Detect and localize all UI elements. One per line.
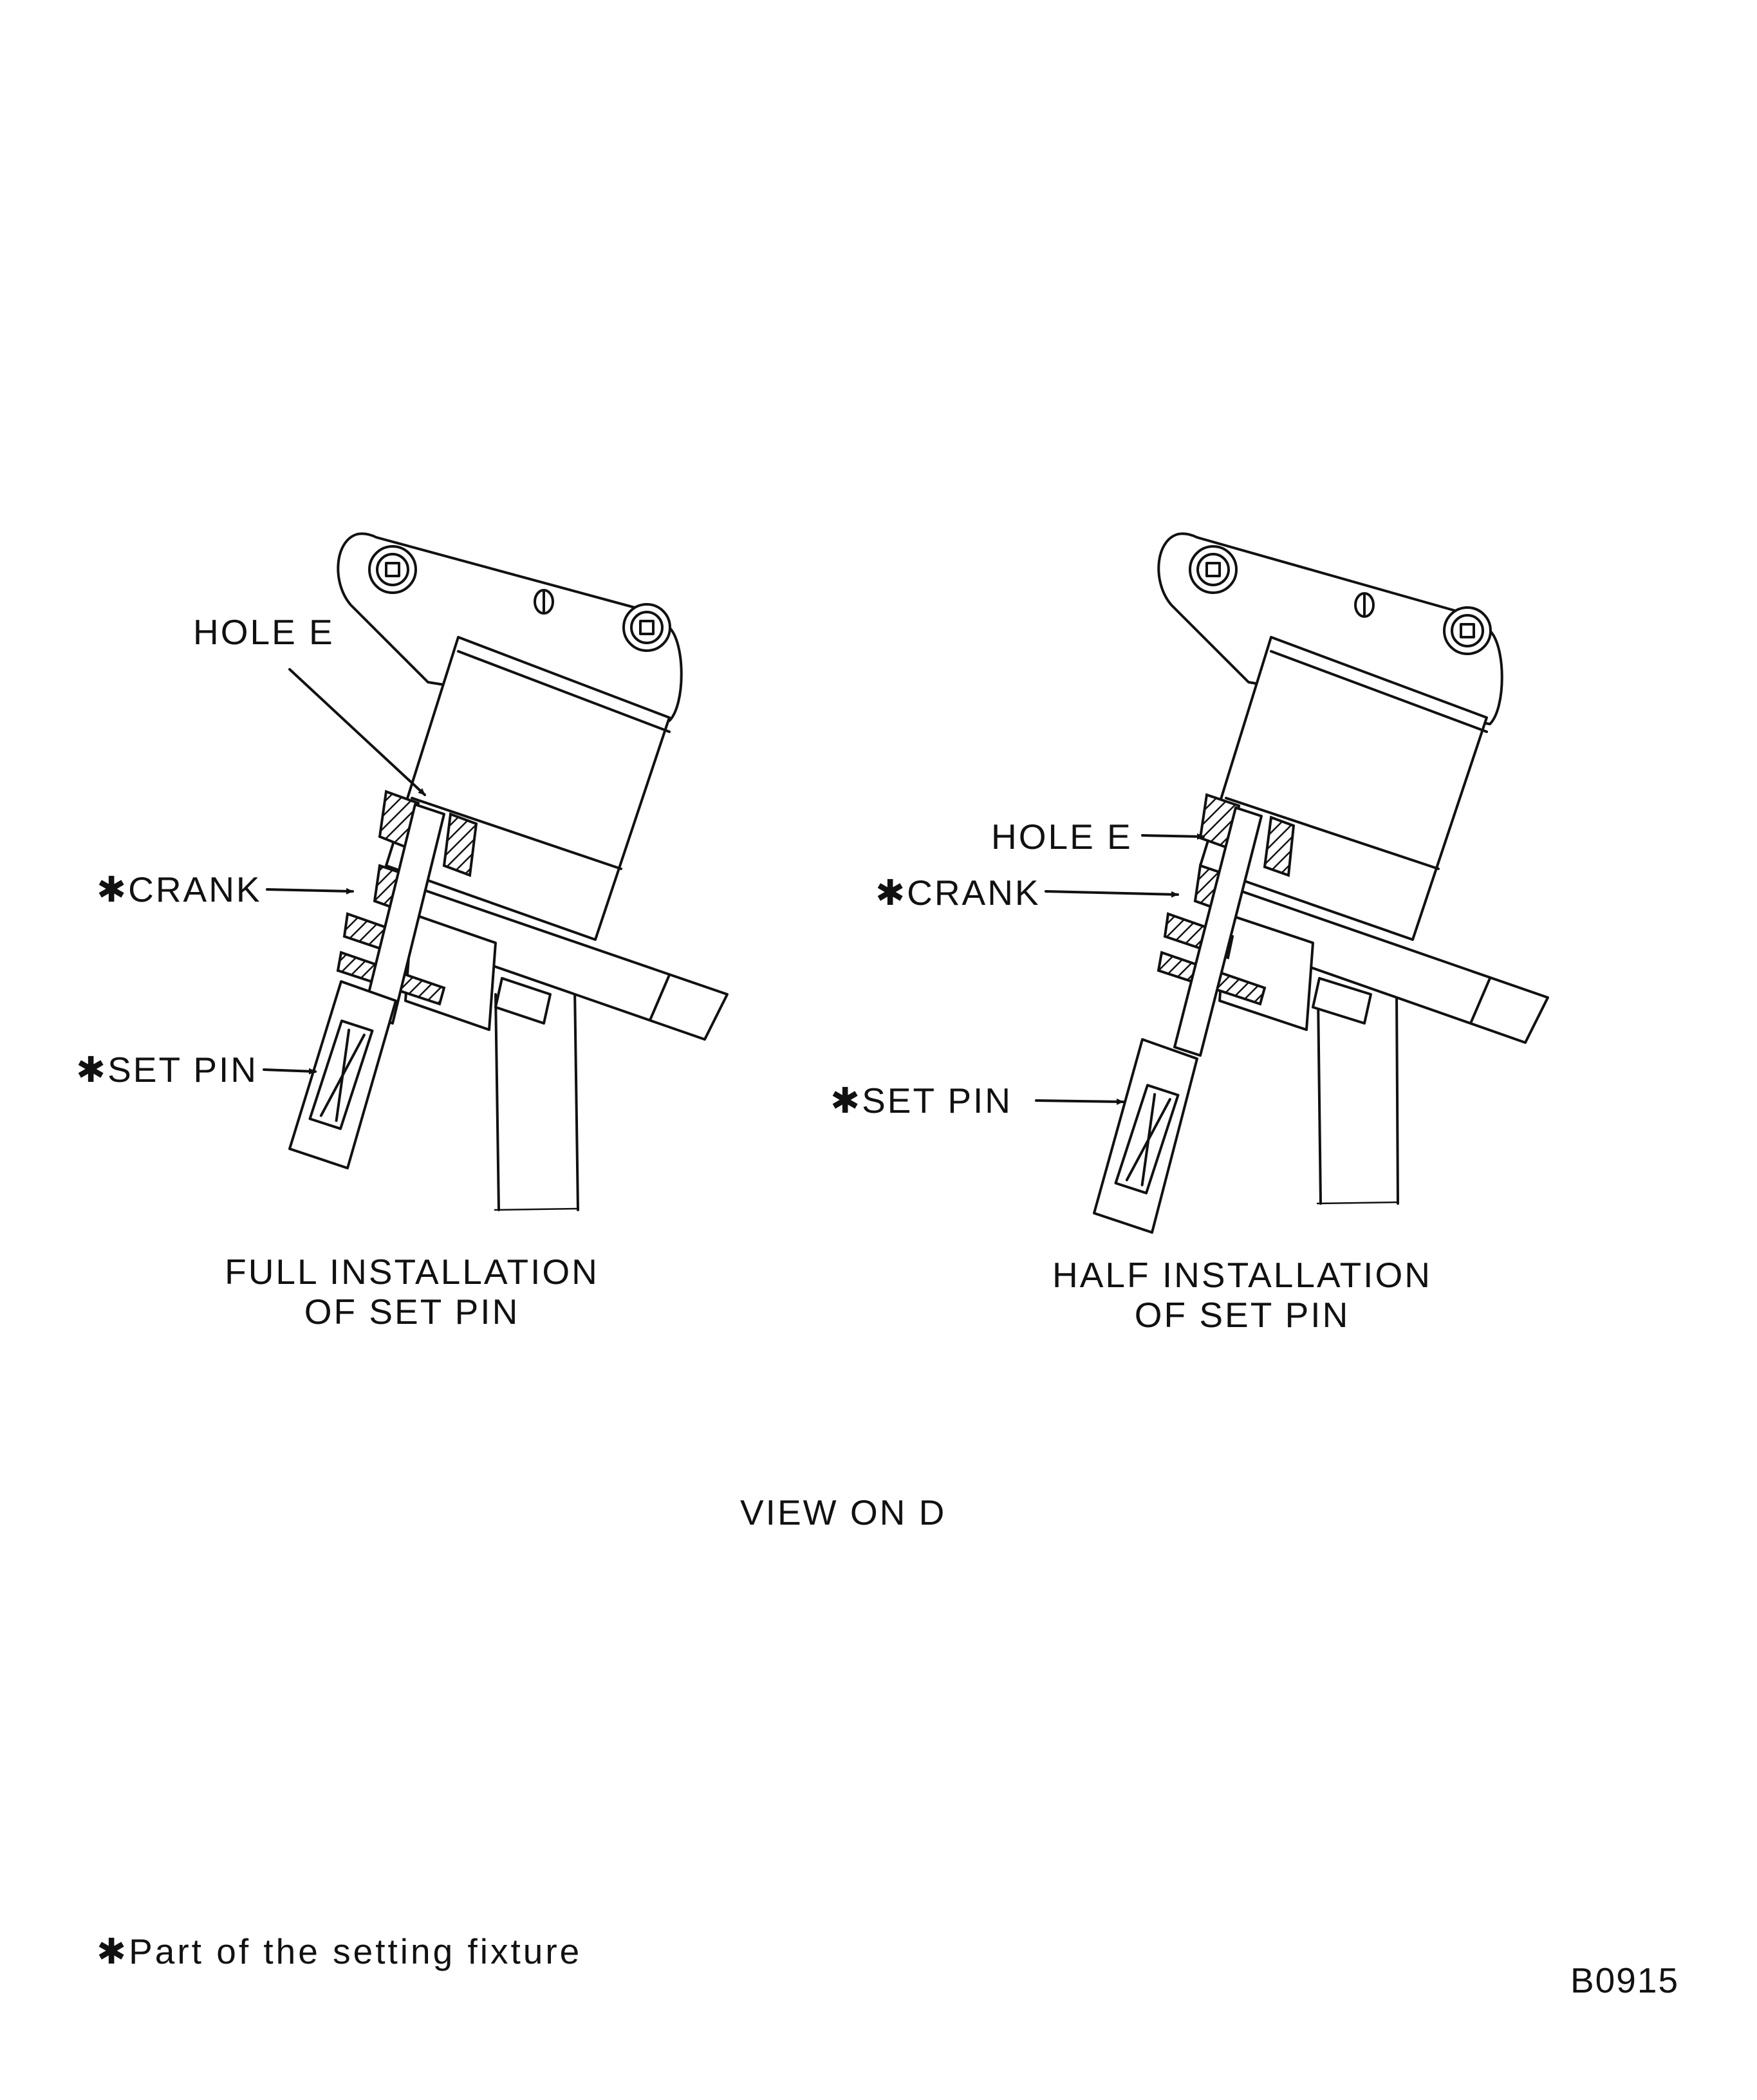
left-bolt-upper <box>368 545 417 594</box>
left-bolt-lower <box>622 603 671 652</box>
left-crank-label: ✱CRANK <box>97 869 262 910</box>
right-caption-line2: OF SET PIN <box>1134 1295 1350 1335</box>
footnote: ✱Part of the setting fixture <box>97 1931 582 1972</box>
right-bolt-lower <box>1443 606 1492 655</box>
view-title: VIEW ON D <box>740 1492 947 1532</box>
left-set-pin <box>288 803 445 1169</box>
figure-number: B0915 <box>1570 1960 1680 2000</box>
left-support-post <box>494 987 580 1211</box>
left-crank-leader <box>266 887 354 895</box>
right-set-pin <box>1093 806 1263 1234</box>
left-hole-e-label: HOLE E <box>193 612 335 652</box>
left-hole-e-leader <box>288 668 426 796</box>
left-mounting-plate <box>337 532 683 722</box>
asterisk-icon: ✱ <box>97 869 129 910</box>
right-set-pin-label: ✱SET PIN <box>830 1080 1012 1121</box>
right-crank-label: ✱CRANK <box>875 872 1041 913</box>
asterisk-icon: ✱ <box>830 1080 862 1121</box>
right-crank-leader <box>1045 890 1179 898</box>
asterisk-icon: ✱ <box>97 1931 129 1972</box>
right-bolt-upper <box>1189 545 1238 594</box>
left-set-pin-text: SET PIN <box>107 1050 259 1090</box>
right-assembly <box>1035 532 1549 1234</box>
right-set-pin-leader <box>1035 1098 1124 1105</box>
asterisk-icon: ✱ <box>76 1049 108 1090</box>
right-support-post <box>1316 990 1400 1205</box>
right-crank-text: CRANK <box>907 873 1041 913</box>
left-set-pin-leader <box>263 1068 317 1075</box>
right-mounting-plate <box>1157 532 1503 725</box>
footnote-text: Part of the setting fixture <box>129 1931 582 1971</box>
right-small-hole <box>1354 592 1375 618</box>
right-hole-e-leader <box>1141 833 1205 840</box>
right-caption: HALF INSTALLATION OF SET PIN <box>1036 1255 1448 1335</box>
left-small-hole <box>534 589 554 615</box>
asterisk-icon: ✱ <box>875 872 907 913</box>
right-caption-line1: HALF INSTALLATION <box>1052 1255 1432 1295</box>
left-assembly <box>263 532 729 1211</box>
left-set-pin-label: ✱SET PIN <box>76 1049 258 1090</box>
right-set-pin-text: SET PIN <box>862 1081 1013 1120</box>
left-caption-line2: OF SET PIN <box>304 1292 520 1332</box>
right-hole-e-label: HOLE E <box>991 817 1133 857</box>
left-caption: FULL INSTALLATION OF SET PIN <box>206 1252 618 1332</box>
left-caption-line1: FULL INSTALLATION <box>225 1252 599 1292</box>
left-crank-text: CRANK <box>128 869 262 909</box>
